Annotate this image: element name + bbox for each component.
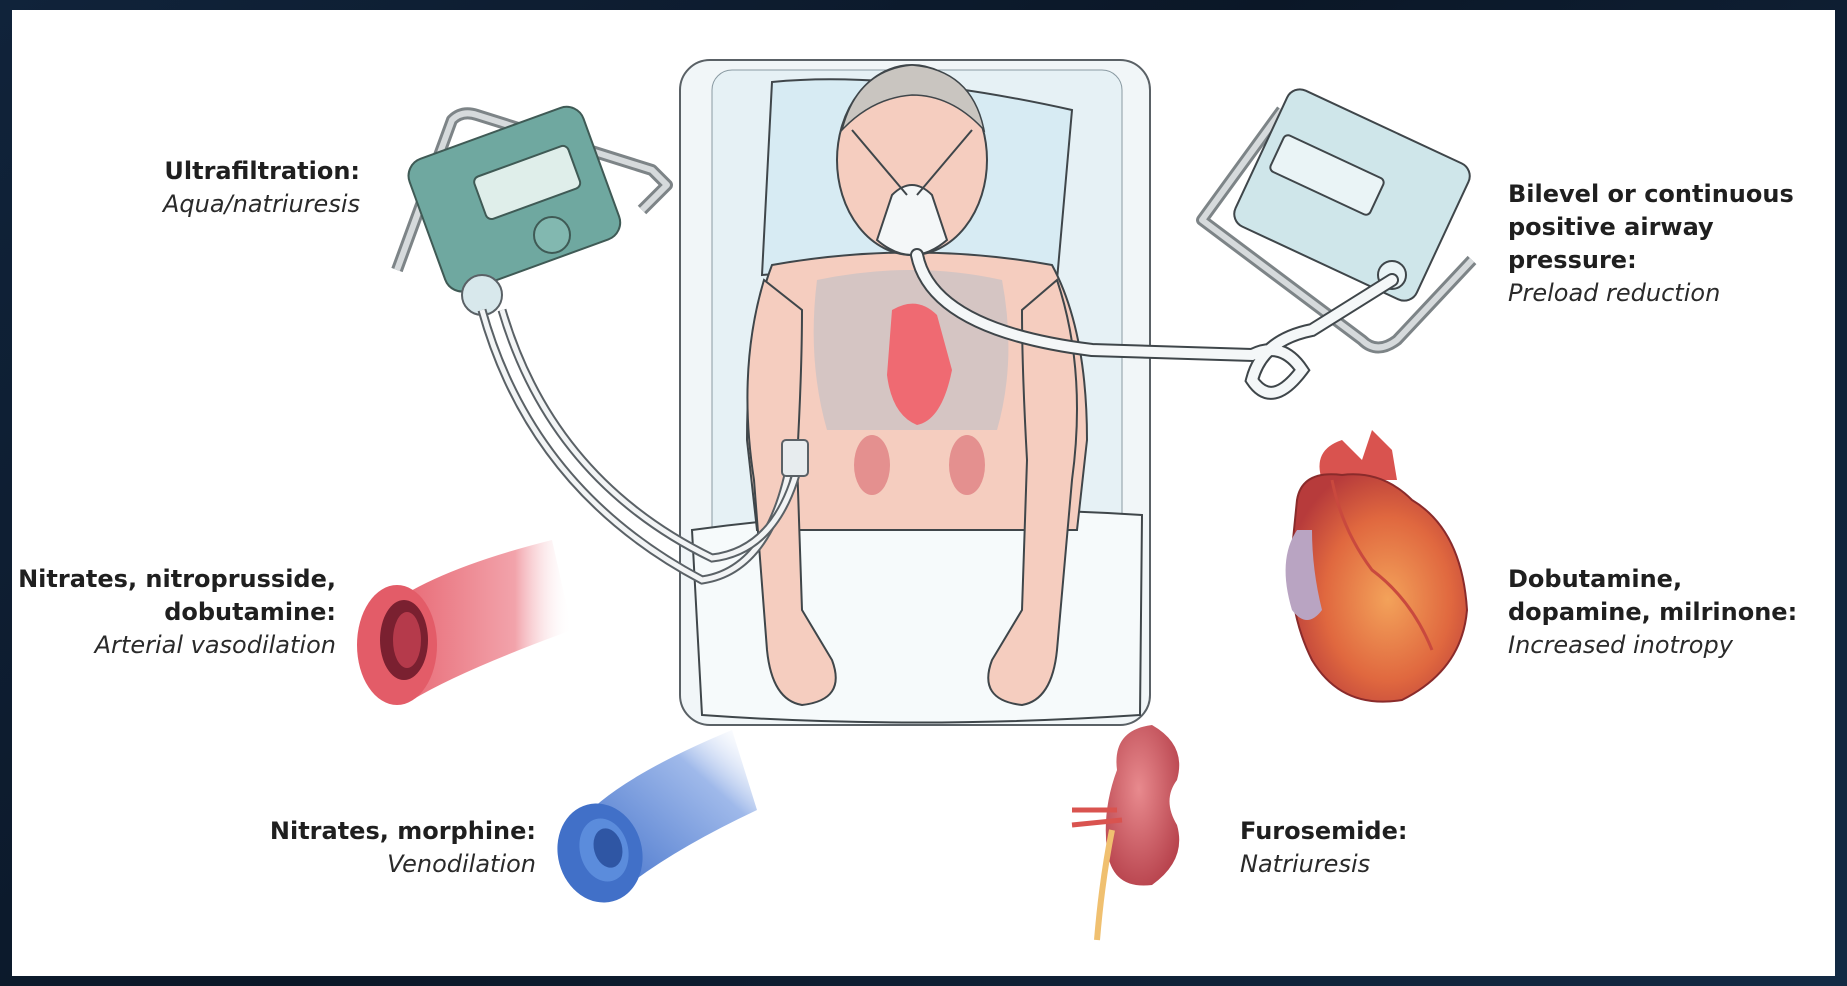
bipap-effect: Preload reduction: [1508, 277, 1835, 310]
inotropes-title-line1: Dobutamine,: [1508, 563, 1835, 596]
arterial-title-line2: dobutamine:: [12, 596, 336, 629]
bipap-title-line2: positive airway pressure:: [1508, 211, 1835, 277]
inotropes-effect: Increased inotropy: [1508, 629, 1835, 662]
label-inotropes: Dobutamine, dopamine, milrinone: Increas…: [1508, 563, 1835, 662]
abdomen-kidney-right: [949, 435, 985, 495]
ultrafiltration-effect: Aqua/natriuresis: [52, 188, 360, 221]
kidney-illustration: [1072, 725, 1179, 940]
ultrafiltration-device: [397, 102, 667, 315]
bipap-title-line1: Bilevel or continuous: [1508, 178, 1835, 211]
arterial-title-line1: Nitrates, nitroprusside,: [12, 563, 336, 596]
label-furosemide: Furosemide: Natriuresis: [1240, 815, 1540, 881]
label-venous: Nitrates, morphine: Venodilation: [192, 815, 536, 881]
label-ultrafiltration: Ultrafiltration: Aqua/natriuresis: [52, 155, 360, 221]
ultrafiltration-title: Ultrafiltration:: [52, 155, 360, 188]
arterial-effect: Arterial vasodilation: [12, 629, 336, 662]
furosemide-title: Furosemide:: [1240, 815, 1540, 848]
vein-illustration: [546, 730, 757, 912]
heart-illustration: [1286, 430, 1467, 702]
furosemide-effect: Natriuresis: [1240, 848, 1540, 881]
artery-illustration: [357, 540, 572, 705]
inotropes-title-line2: dopamine, milrinone:: [1508, 596, 1835, 629]
abdomen-kidney-left: [854, 435, 890, 495]
iv-cannula: [782, 440, 808, 476]
label-bipap: Bilevel or continuous positive airway pr…: [1508, 178, 1835, 310]
label-arterial: Nitrates, nitroprusside, dobutamine: Art…: [12, 563, 336, 662]
venous-effect: Venodilation: [192, 848, 536, 881]
venous-title: Nitrates, morphine:: [192, 815, 536, 848]
diagram-panel: Ultrafiltration: Aqua/natriuresis Nitrat…: [12, 10, 1835, 976]
